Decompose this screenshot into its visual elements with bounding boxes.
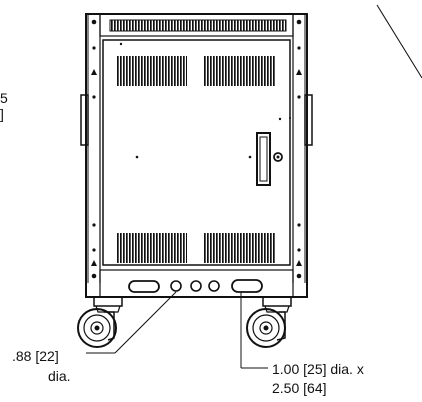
top-vent bbox=[109, 19, 287, 32]
lower-vent-right bbox=[204, 233, 275, 263]
right-caster-wheel bbox=[246, 308, 286, 348]
large-slot-dimension-line1: 1.00 [25] dia. x bbox=[272, 361, 364, 377]
left-cut-label-bottom: ] bbox=[0, 106, 4, 122]
right-caster-mount bbox=[262, 297, 292, 307]
lower-vent-left bbox=[116, 233, 187, 263]
base-hole-2 bbox=[190, 280, 202, 292]
base-hole-1 bbox=[170, 280, 182, 292]
rail-rivets bbox=[91, 19, 302, 279]
top-band bbox=[99, 13, 294, 37]
left-caster-mount bbox=[93, 297, 123, 307]
rail-markers bbox=[91, 69, 302, 266]
upper-vent-left bbox=[116, 56, 187, 86]
leader-small-hole bbox=[114, 291, 177, 354]
door-panel bbox=[102, 39, 291, 266]
small-hole-dimension-unit: dia. bbox=[48, 368, 71, 384]
door-handle bbox=[256, 132, 271, 186]
large-slot-dimension-line2: 2.50 [64] bbox=[272, 380, 327, 396]
left-caster-wheel bbox=[77, 308, 117, 348]
base-slot-left bbox=[128, 280, 160, 293]
lock-icon bbox=[273, 152, 283, 162]
upper-vent-right bbox=[204, 56, 275, 86]
small-hole-dimension: .88 [22] bbox=[12, 348, 59, 364]
base-hole-3 bbox=[208, 280, 220, 292]
left-cut-label-top: 5 bbox=[0, 90, 8, 106]
base-slot-right bbox=[231, 279, 263, 293]
base-plate bbox=[99, 269, 294, 298]
leader-line-top-right bbox=[376, 4, 422, 79]
